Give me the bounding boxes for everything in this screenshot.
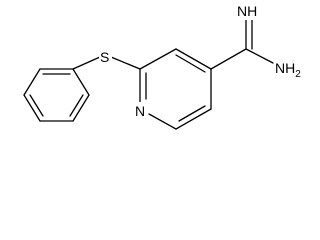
phenyl-bond-6 [23, 68, 41, 96]
phenyl-bond-3 [72, 94, 90, 122]
amine-nh2-label: NH2 [275, 60, 301, 80]
chemical-structure-diagram: S N NH NH2 [23, 3, 301, 130]
sulfur-pyridine-bond [110, 56, 141, 70]
phenyl-double-bond-inner-3 [29, 94, 44, 117]
phenyl-ring [23, 68, 90, 122]
pyridine-bond-c6-n1 [148, 113, 177, 130]
pyridine-double-bond-inner-1 [175, 54, 206, 73]
pyridine-bond-c5-c6 [175, 108, 212, 130]
pyridine-bond-c2-c3 [139, 48, 177, 70]
sulfur-label: S [100, 49, 109, 65]
phenyl-bond-2 [72, 68, 90, 96]
amine-single-bond [245, 48, 274, 64]
amidine-group [210, 17, 274, 70]
phenyl-bond-5 [23, 94, 41, 122]
pyridine-bond-c3-c4 [175, 48, 212, 70]
imine-nh-label: NH [237, 3, 257, 19]
pyridine-ring [139, 48, 212, 130]
phenyl-double-bond-inner-2 [69, 94, 84, 117]
pyridine-double-bond-inner-2 [178, 105, 206, 122]
pyridine-nitrogen-label: N [135, 103, 145, 119]
pyridine-amidine-bond [210, 48, 247, 70]
phenyl-sulfur-bond [72, 56, 101, 70]
